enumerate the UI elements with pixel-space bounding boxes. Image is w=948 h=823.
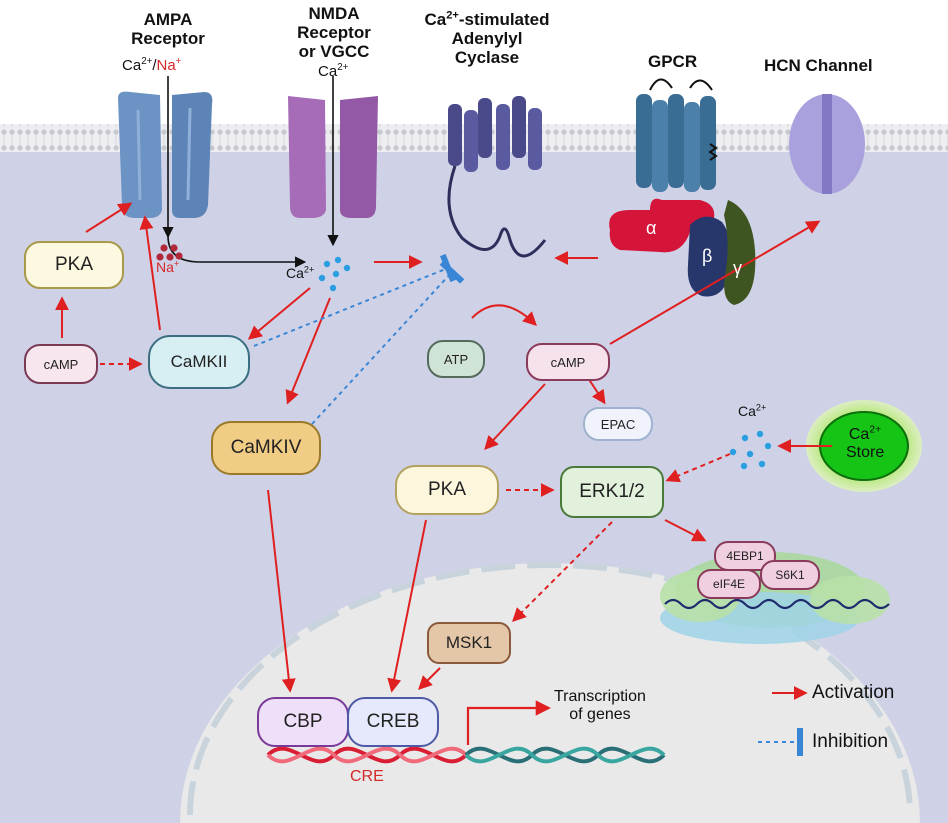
- camp-left-node: cAMP: [24, 344, 98, 384]
- adenylyl-cyclase-icon: [447, 96, 547, 258]
- gpcr-icon: [636, 78, 718, 192]
- ampa-receptor-label: AMPA Receptor: [120, 10, 216, 48]
- msk1-node: MSK1: [427, 622, 511, 664]
- cre-label: CRE: [350, 768, 384, 785]
- g-beta-subunit: [687, 216, 732, 297]
- legend-activation-label: Activation: [812, 682, 895, 703]
- g-gamma-subunit: [724, 200, 756, 305]
- camkiv-node: CaMKIV: [211, 421, 321, 475]
- hcn-channel-icon: [789, 94, 865, 194]
- epac-node: EPAC: [583, 407, 653, 441]
- eif4e-node: eIF4E: [697, 569, 761, 599]
- ca-ion-label: Ca2+: [286, 264, 315, 281]
- ampa-receptor-icon: [118, 91, 213, 218]
- pka-center-node: PKA: [395, 465, 499, 515]
- gpcr-label: GPCR: [648, 52, 698, 71]
- g-alpha-label: α: [646, 218, 657, 238]
- nmda-ion-label: Ca2+: [318, 62, 349, 80]
- ca-ions-center: [318, 256, 351, 292]
- ca-store-label: Ca2+ Store: [846, 424, 885, 461]
- inhibition-lines: [253, 253, 803, 756]
- hcn-channel-label: HCN Channel: [764, 56, 873, 75]
- atp-node: ATP: [427, 340, 485, 378]
- cbp-node: CBP: [257, 697, 349, 747]
- erk-node: ERK1/2: [560, 466, 664, 518]
- ca-ions-right: [729, 430, 772, 470]
- na-ions: [156, 244, 183, 261]
- adenylyl-cyclase-label: Ca2+-stimulated Adenylyl Cyclase: [424, 9, 550, 68]
- nmda-receptor-label: NMDA Receptor or VGCC: [297, 4, 371, 62]
- creb-node: CREB: [347, 697, 439, 747]
- dashed-activation-arrows: [100, 357, 731, 622]
- ampa-ions-label: Ca2+/Na+: [122, 56, 182, 74]
- camkii-node: CaMKII: [148, 335, 250, 389]
- g-beta-label: β: [702, 246, 713, 266]
- s6k1-node: S6K1: [760, 560, 820, 590]
- ribosome-icon: [660, 552, 890, 644]
- na-ion-label: Na+: [156, 258, 180, 275]
- activation-arrows: [55, 202, 832, 700]
- transcription-arrow: [466, 700, 552, 745]
- transcription-label: Transcription of genes: [554, 688, 646, 723]
- camp-center-node: cAMP: [526, 343, 610, 381]
- g-alpha-subunit: [609, 198, 715, 253]
- dna-icon: [266, 746, 666, 764]
- nmda-receptor-icon: [288, 96, 378, 218]
- ampa-title-line1: AMPA: [143, 10, 193, 29]
- ca-ion-label-right: Ca2+: [738, 402, 767, 419]
- legend-inhibition-label: Inhibition: [812, 731, 889, 752]
- ampa-title-line2: Receptor: [131, 29, 205, 49]
- g-gamma-label: γ: [733, 258, 742, 278]
- nuclear-envelope: [187, 562, 913, 816]
- pka-left-node: PKA: [24, 241, 124, 289]
